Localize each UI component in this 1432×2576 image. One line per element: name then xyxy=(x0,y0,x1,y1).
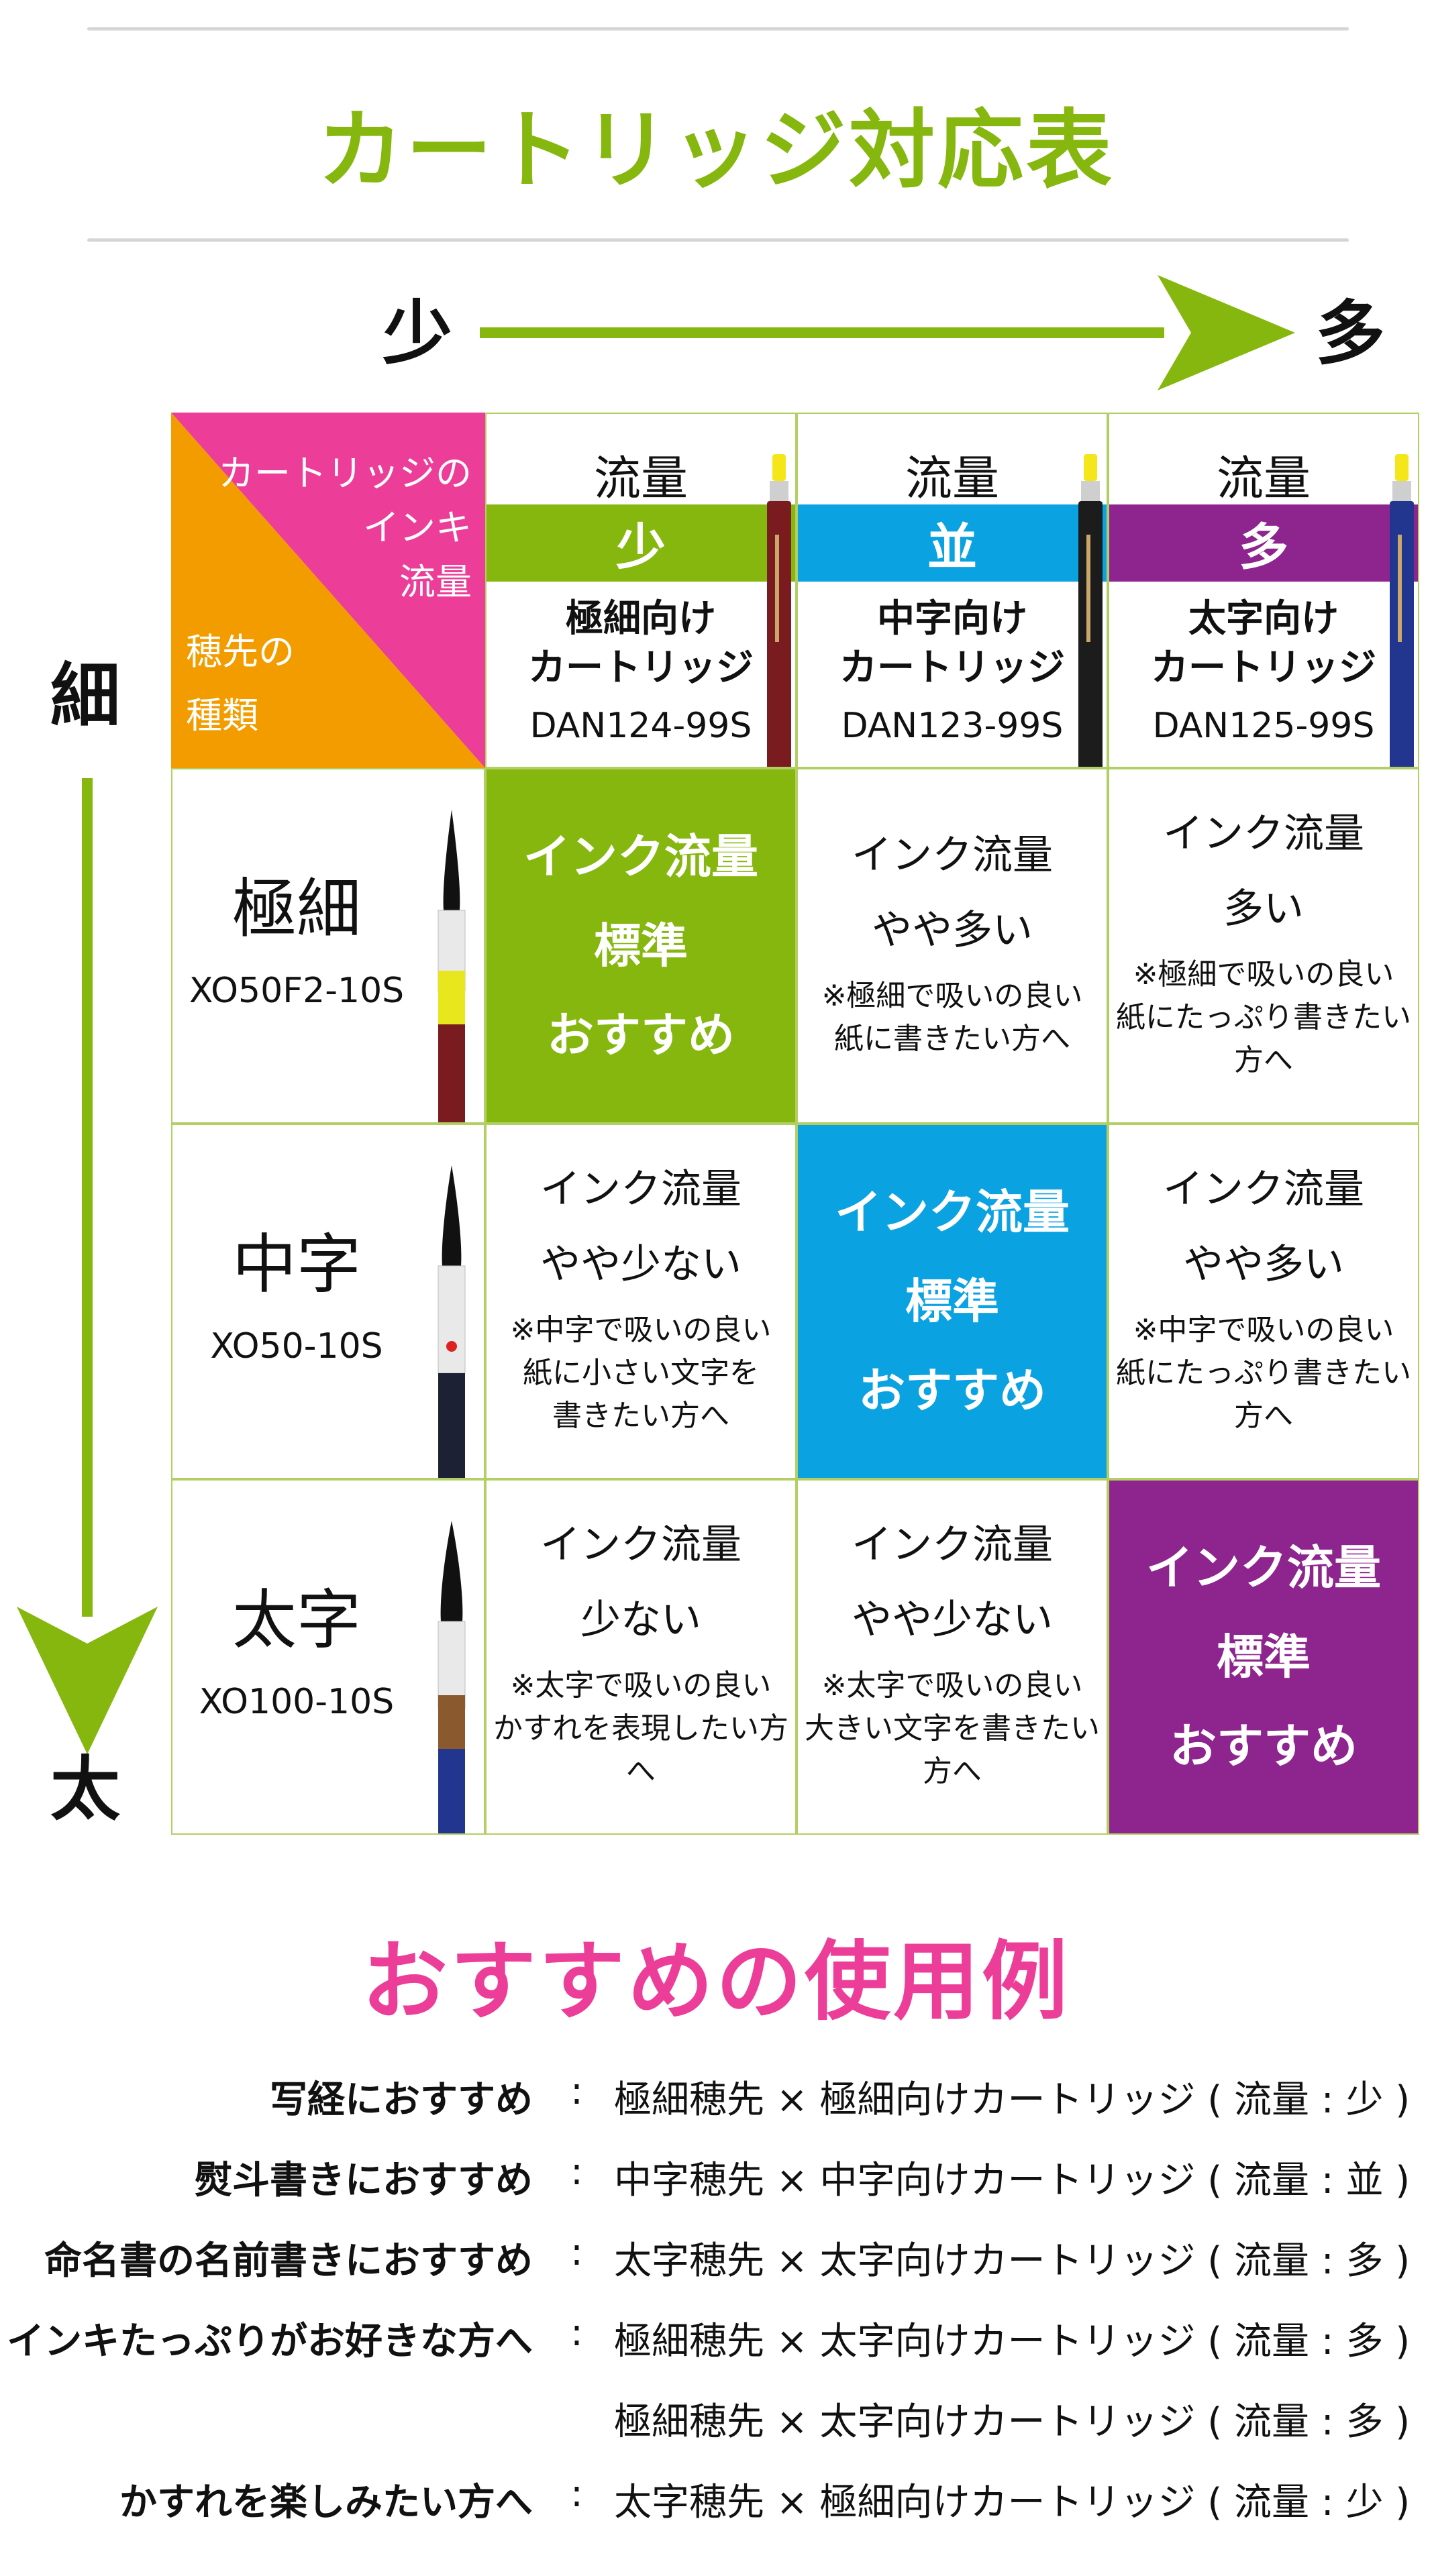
column-header-low: 流量 少 極細向けカートリッジ DAN124-99S xyxy=(485,413,797,768)
cartridge-table: カートリッジの インキ 流量 穂先の 種類 流量 少 極細向けカートリッジ DA… xyxy=(171,413,1419,1835)
flow-cell: インク流量 やや少ない ※太字で吸いの良い大きい文字を書きたい方へ xyxy=(797,1479,1108,1835)
usage-row: 熨斗書きにおすすめ : 中字穂先 × 中字向けカートリッジ ( 流量 : 並 ) xyxy=(195,2150,1411,2202)
usage-row: かすれを楽しみたい方へ : 太字穂先 × 極細向けカートリッジ ( 流量 : 少… xyxy=(119,2472,1411,2524)
row-header-extra-fine: 極細 XO50F2-10S xyxy=(171,768,485,1124)
cartridge-code: DAN125-99S xyxy=(1152,706,1375,746)
usage-row: 命名書の名前書きにおすすめ : 太字穂先 × 太字向けカートリッジ ( 流量 :… xyxy=(44,2231,1411,2283)
flow-level-badge: 多 xyxy=(1109,504,1418,582)
axis-label-right: 多 xyxy=(1315,292,1386,374)
axis-label-left: 少 xyxy=(382,292,453,374)
brush-pen-black-icon xyxy=(438,1165,466,1478)
row-header-bold: 太字 XO100-10S xyxy=(171,1479,485,1835)
corner-tip-label: 穂先の 種類 xyxy=(186,631,295,737)
cartridge-black-icon xyxy=(1078,454,1103,767)
recommended-cell: インク流量 標準 おすすめ xyxy=(1108,1479,1419,1835)
corner-cartridge-label: カートリッジの インキ 流量 xyxy=(218,452,472,603)
column-header-high: 流量 多 太字向けカートリッジ DAN125-99S xyxy=(1108,413,1419,768)
flow-level-badge: 並 xyxy=(798,504,1107,582)
flow-cell: インク流量 やや少ない ※中字で吸いの良い紙に小さい文字を書きたい方へ xyxy=(485,1124,797,1479)
axis-label-top: 細 xyxy=(50,655,121,737)
flow-cell: インク流量 やや多い ※中字で吸いの良い紙にたっぷり書きたい方へ xyxy=(1108,1124,1419,1479)
horizontal-arrow-icon xyxy=(480,275,1295,390)
vertical-arrow-icon xyxy=(17,778,158,1754)
flow-cell: インク流量 少ない ※太字で吸いの良いかすれを表現したい方へ xyxy=(485,1479,797,1835)
flow-cell: インク流量 やや多い ※極細で吸いの良い紙に書きたい方へ xyxy=(797,768,1108,1124)
corner-diagonal-shape xyxy=(171,413,485,768)
brush-code: XO50-10S xyxy=(210,1326,383,1366)
corner-cell: カートリッジの インキ 流量 穂先の 種類 xyxy=(171,413,485,768)
brush-pen-red-icon xyxy=(438,810,466,1122)
top-rule-1 xyxy=(87,27,1349,31)
brush-code: XO50F2-10S xyxy=(189,971,405,1011)
top-rule-2 xyxy=(87,238,1349,242)
recommended-cell: インク流量 標準 おすすめ xyxy=(485,768,797,1124)
axis-label-bottom: 太 xyxy=(50,1748,121,1830)
row-header-medium: 中字 XO50-10S xyxy=(171,1124,485,1479)
cartridge-red-icon xyxy=(767,454,791,767)
page-title: カートリッジ対応表 xyxy=(317,101,1115,201)
flow-cell: インク流量 多い ※極細で吸いの良い紙にたっぷり書きたい方へ xyxy=(1108,768,1419,1124)
usage-row: 極細穂先 × 太字向けカートリッジ ( 流量 : 多 ) xyxy=(614,2400,1411,2444)
cartridge-code: DAN124-99S xyxy=(529,706,752,746)
cartridge-code: DAN123-99S xyxy=(841,706,1064,746)
usage-row: インキたっぷりがお好きな方へ : 極細穂先 × 太字向けカートリッジ ( 流量 … xyxy=(7,2311,1411,2363)
usage-title: おすすめの使用例 xyxy=(361,1932,1070,2032)
flow-level-badge: 少 xyxy=(487,504,795,582)
column-header-medium: 流量 並 中字向けカートリッジ DAN123-99S xyxy=(797,413,1108,768)
brush-pen-blue-icon xyxy=(438,1521,466,1833)
cartridge-blue-icon xyxy=(1390,454,1414,767)
brush-code: XO100-10S xyxy=(199,1682,395,1722)
usage-row: 写経におすすめ : 極細穂先 × 極細向けカートリッジ ( 流量 : 少 ) xyxy=(270,2070,1411,2122)
recommended-cell: インク流量 標準 おすすめ xyxy=(797,1124,1108,1479)
